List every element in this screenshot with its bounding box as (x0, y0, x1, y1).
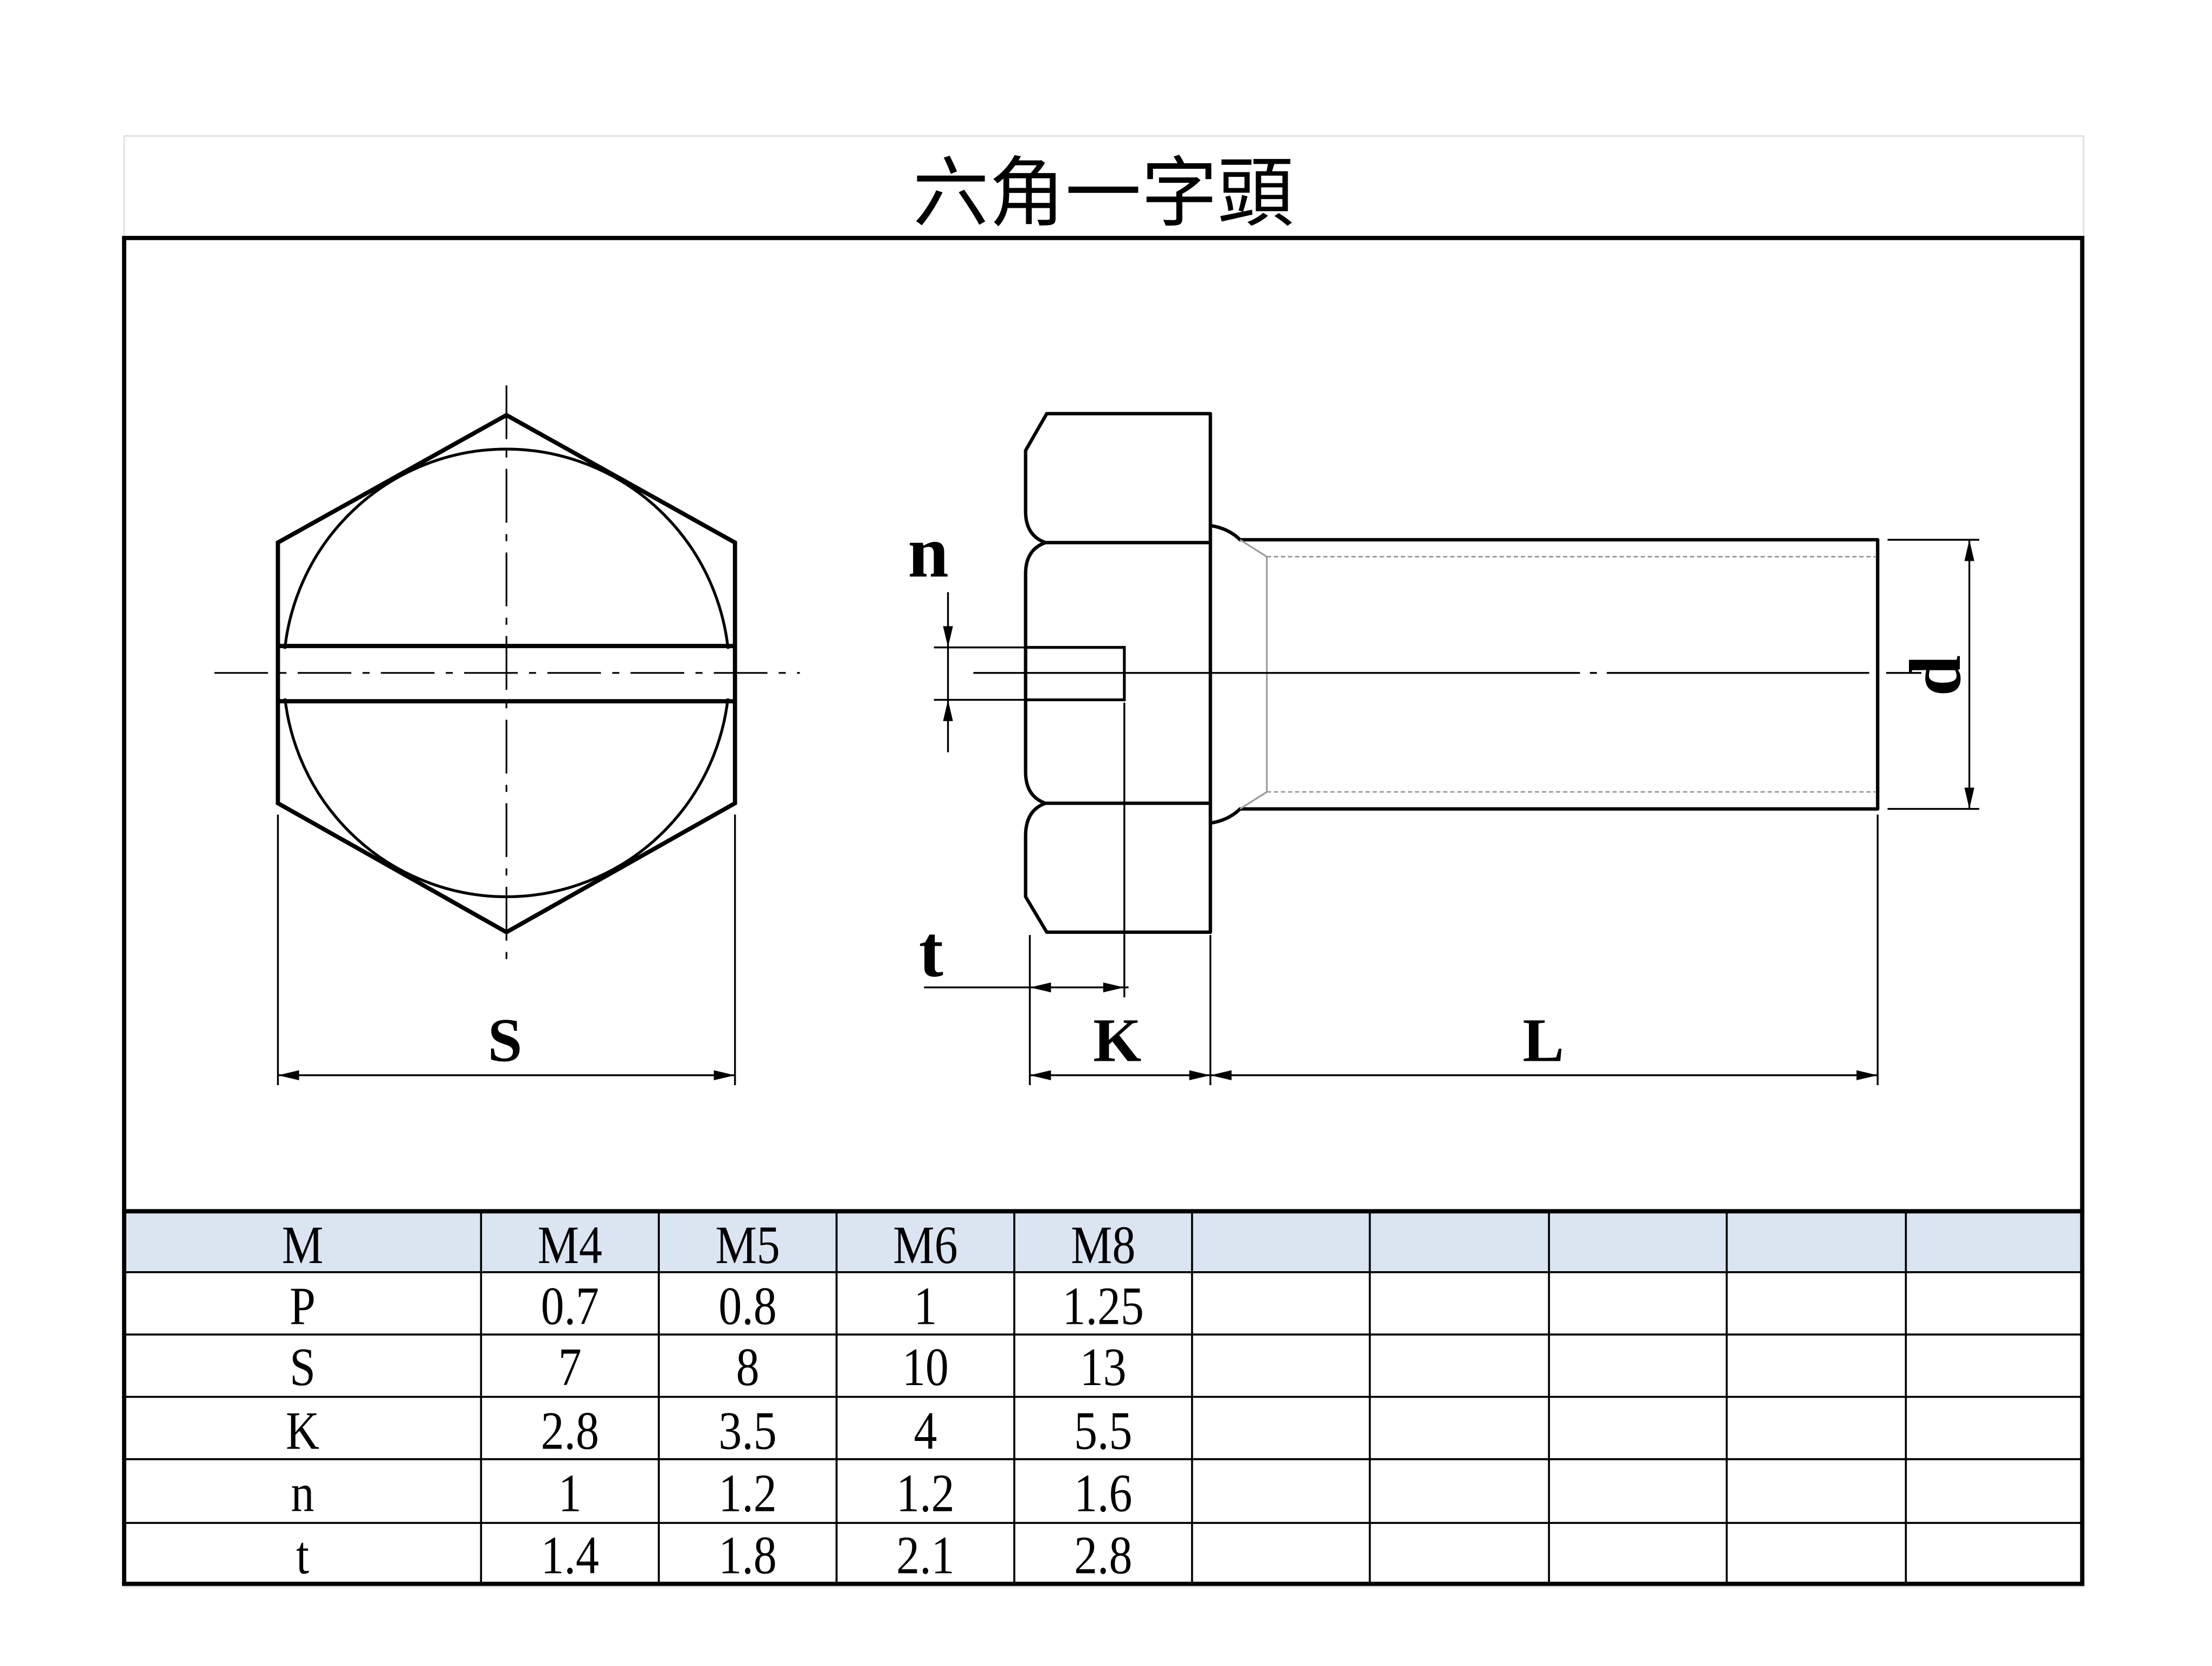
arrowhead (1210, 1070, 1232, 1080)
page-title: 六角一字頭 (913, 149, 1294, 238)
dimension-k: K (1028, 935, 1212, 1085)
table-cell: 1.25 (1063, 1277, 1144, 1336)
arrowhead (1856, 1070, 1878, 1080)
arrowhead (1964, 540, 1975, 561)
table-cell: 0.7 (541, 1277, 599, 1336)
table-header-row: M M4 M5 M6 M8 (282, 1215, 1135, 1275)
table-row-label: P (290, 1277, 316, 1336)
arrowhead (278, 1070, 299, 1080)
table-header-cell: M5 (715, 1215, 780, 1275)
table-cell: 1.6 (1074, 1464, 1132, 1523)
table-cell: 3.5 (718, 1401, 776, 1461)
dimension-label-n: n (908, 511, 949, 593)
arrowhead (1964, 787, 1975, 809)
table-grid (122, 1209, 2085, 1586)
shank-outline (1210, 524, 1880, 825)
table-row-label: K (286, 1401, 319, 1461)
table-cell: 1 (558, 1464, 582, 1523)
dimension-d: d (1887, 539, 1979, 810)
table-cell: 5.5 (1074, 1401, 1132, 1461)
table-cell: 1.4 (541, 1526, 599, 1586)
arrowhead (713, 1070, 735, 1080)
table-cell: 4 (914, 1401, 937, 1461)
arrowhead (1030, 1070, 1051, 1080)
table-row: n 1 1.2 1.2 1.6 (291, 1464, 1133, 1523)
table-header-label: M (282, 1215, 323, 1275)
spec-table: M M4 M5 M6 M8 P 0.7 0.8 1 1.25 S 7 8 10 … (122, 1209, 2085, 1586)
table-cell: 1.8 (718, 1526, 776, 1586)
arrowhead (943, 700, 953, 721)
dimension-l: L (1210, 815, 1879, 1085)
table-cell: 1 (914, 1277, 937, 1336)
table-cell: 1.2 (896, 1464, 954, 1523)
table-cell: 8 (736, 1337, 760, 1397)
table-row: P 0.7 0.8 1 1.25 (290, 1277, 1144, 1336)
head-top-view (214, 385, 800, 968)
table-header-cell: M6 (893, 1215, 957, 1275)
dimension-label-l: L (1522, 1005, 1564, 1074)
table-cell: 13 (1080, 1337, 1127, 1397)
dimension-label-d: d (1895, 655, 1976, 696)
table-row-label: S (290, 1337, 316, 1397)
thread-runout-bottom (1239, 791, 1268, 810)
table-row: t 1.4 1.8 2.1 2.8 (296, 1526, 1132, 1586)
table-header-cell: M8 (1071, 1215, 1135, 1275)
table-cell: 10 (902, 1337, 949, 1397)
table-header-cell: M4 (538, 1215, 602, 1275)
table-cell: 2.8 (1074, 1526, 1132, 1586)
arrowhead (943, 626, 953, 648)
dimension-s: S (276, 815, 736, 1085)
thread-runout-top (1239, 539, 1268, 558)
table-cell: 2.1 (896, 1526, 954, 1586)
table-cell: 2.8 (541, 1401, 599, 1461)
table-row: S 7 8 10 13 (290, 1337, 1126, 1397)
arrowhead (1103, 982, 1124, 992)
table-cell: 7 (558, 1337, 582, 1397)
table-row: K 2.8 3.5 4 5.5 (286, 1401, 1132, 1461)
bolt-side-view (973, 412, 1921, 934)
dimension-label-k: K (1093, 1005, 1141, 1074)
dimension-label-s: S (488, 1005, 523, 1074)
table-header-background (126, 1213, 2080, 1272)
head-side-outline (1024, 412, 1212, 934)
table-cell: 1.2 (718, 1464, 776, 1523)
arrowhead (1189, 1070, 1211, 1080)
table-row-label: n (291, 1464, 314, 1523)
dimension-n: n (908, 511, 1026, 753)
dimension-label-t: t (919, 911, 943, 992)
table-cell: 0.8 (718, 1277, 776, 1336)
dimension-t: t (919, 702, 1129, 998)
table-row-label: t (296, 1526, 309, 1586)
arrowhead (1030, 982, 1051, 992)
